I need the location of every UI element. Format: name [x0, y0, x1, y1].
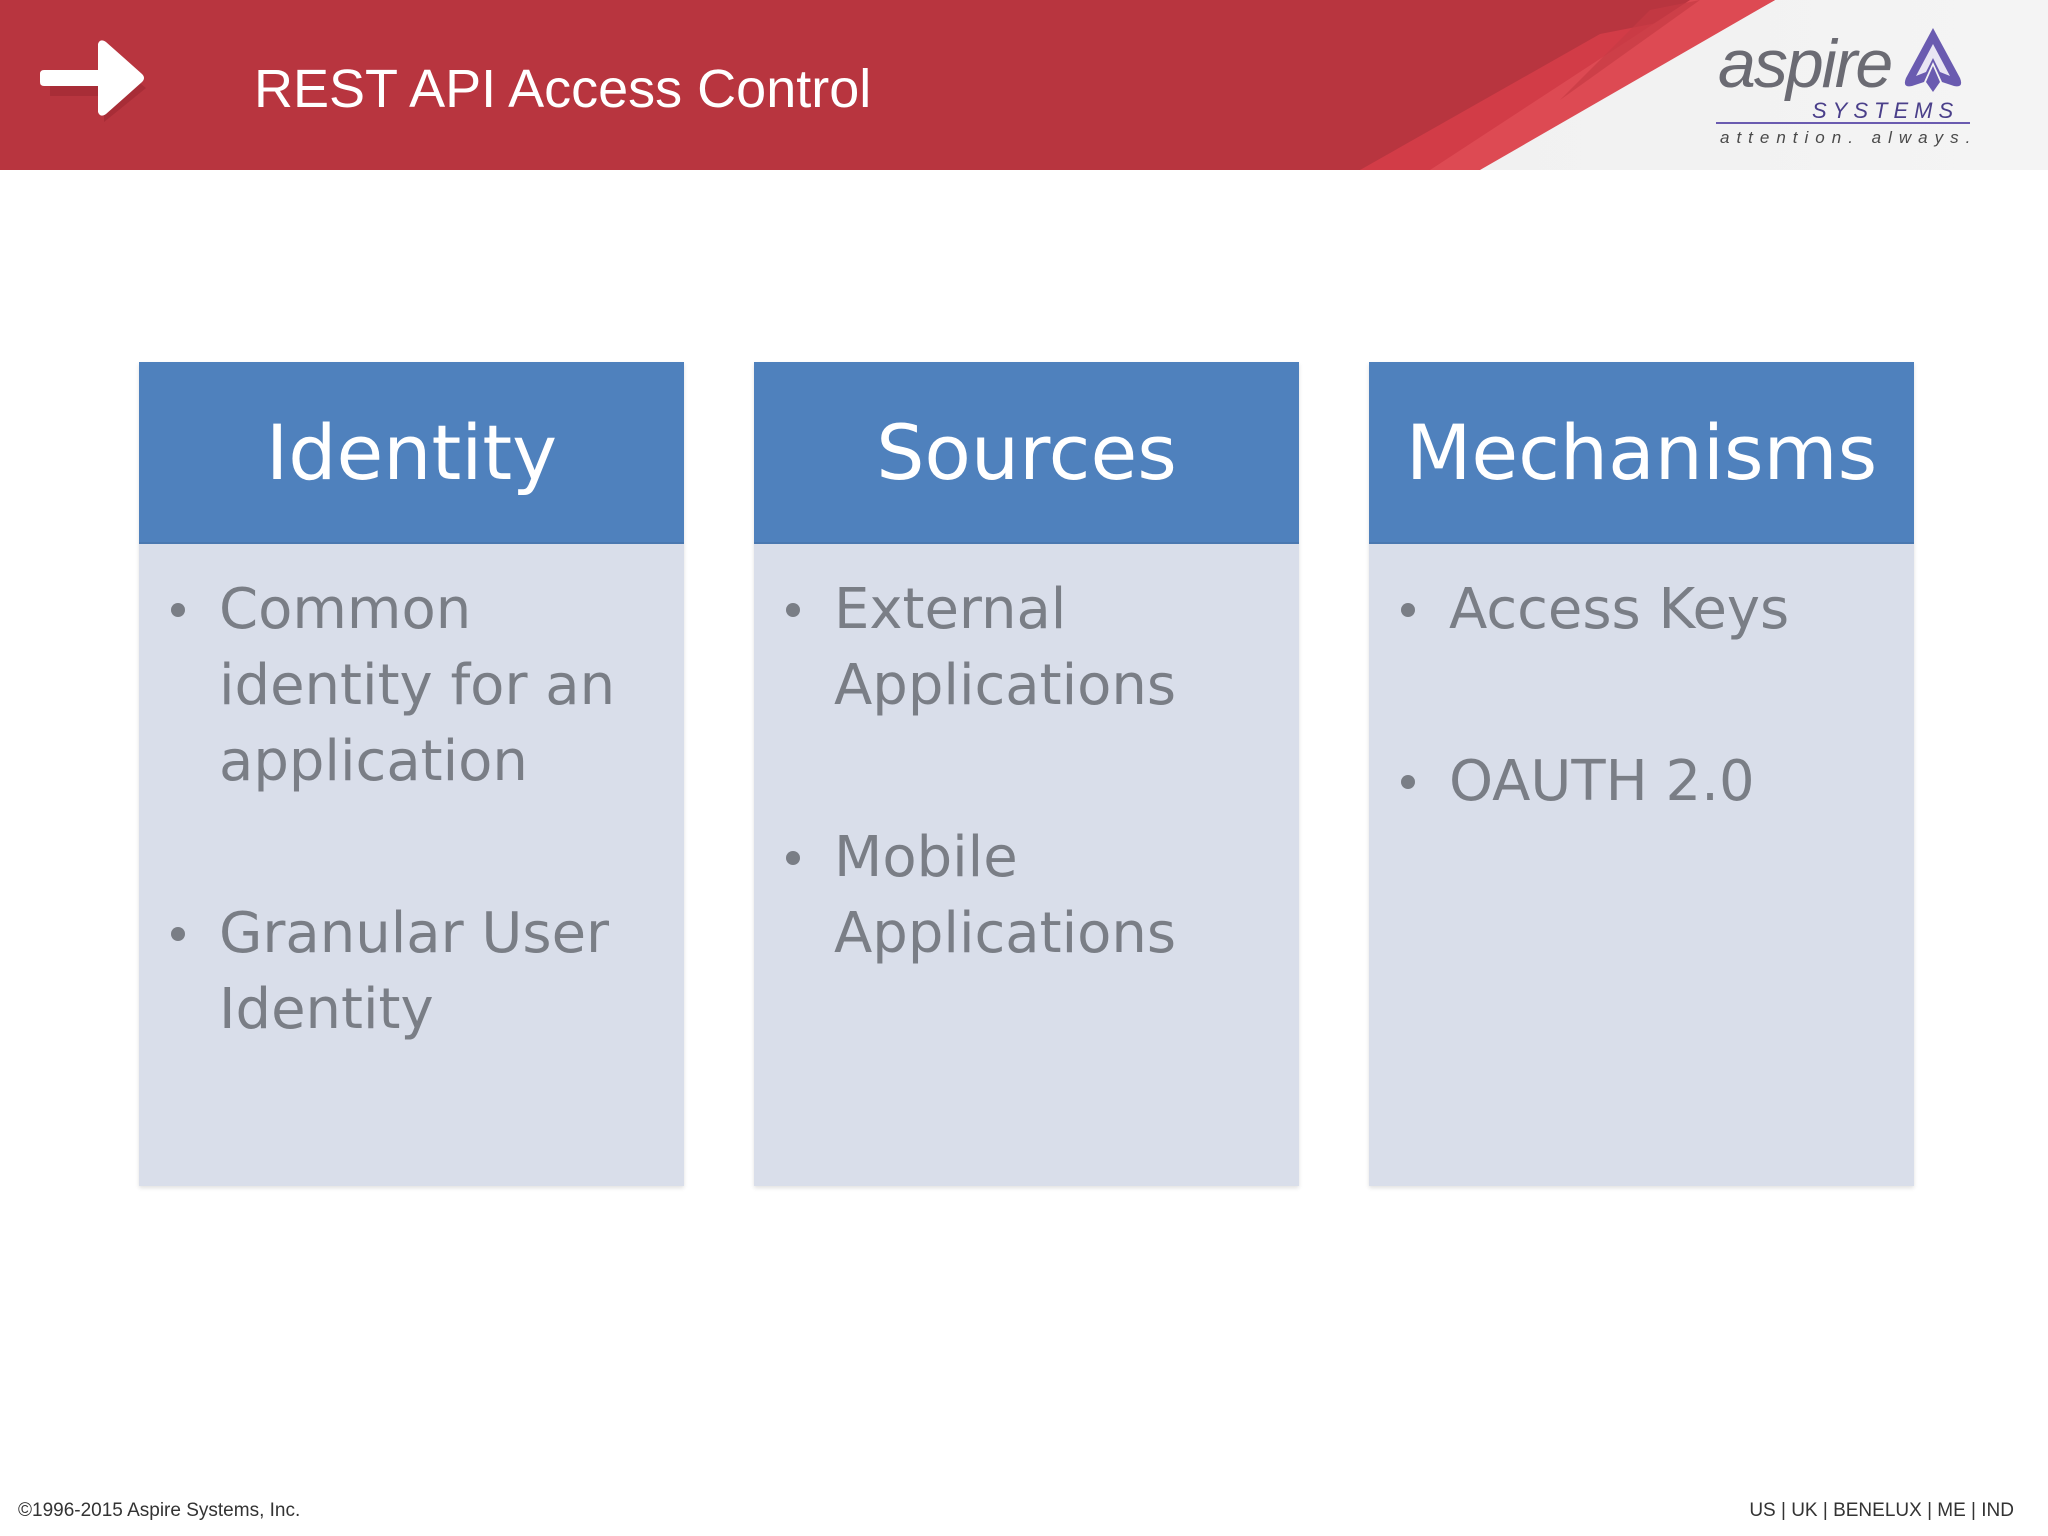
header-band [0, 0, 2048, 170]
bullet-text: Mobile Applications [834, 825, 1177, 966]
bullet-dot-icon [1401, 775, 1415, 789]
logo-flame-icon [1904, 28, 1962, 92]
logo-tagline: attention. always. [1720, 128, 1978, 147]
bullet-item: Granular User Identity [171, 896, 664, 1048]
bullet-item: Common identity for an application [171, 572, 664, 800]
content-columns: Identity Common identity for an applicat… [139, 362, 1915, 1186]
slide-title: REST API Access Control [254, 59, 872, 119]
slide-header: REST API Access Control aspire SYSTEMS a… [0, 0, 2048, 170]
footer-regions: US | UK | BENELUX | ME | IND [1749, 1500, 2014, 1521]
logo-systems-text: SYSTEMS [1812, 98, 1960, 123]
arrow-right-icon [40, 40, 146, 122]
footer-copyright: ©1996-2015 Aspire Systems, Inc. [18, 1500, 301, 1521]
column-heading: Mechanisms [1369, 362, 1914, 544]
bullet-item: OAUTH 2.0 [1401, 744, 1894, 820]
bullet-dot-icon [1401, 603, 1415, 617]
bullet-text: OAUTH 2.0 [1449, 749, 1755, 814]
column-identity: Identity Common identity for an applicat… [139, 362, 684, 1186]
bullet-list: Common identity for an application Granu… [139, 572, 684, 1048]
column-body: Common identity for an application Granu… [139, 544, 684, 1186]
bullet-list: External Applications Mobile Application… [754, 572, 1299, 972]
bullet-dot-icon [786, 603, 800, 617]
logo-wordmark: aspire [1718, 26, 1893, 102]
column-mechanisms: Mechanisms Access Keys OAUTH 2.0 [1369, 362, 1914, 1186]
column-body: Access Keys OAUTH 2.0 [1369, 544, 1914, 1186]
bullet-item: Mobile Applications [786, 820, 1279, 972]
bullet-item: External Applications [786, 572, 1279, 724]
column-heading: Sources [754, 362, 1299, 544]
bullet-dot-icon [171, 603, 185, 617]
bullet-text: Access Keys [1449, 577, 1790, 642]
column-heading: Identity [139, 362, 684, 544]
bullet-text: External Applications [834, 577, 1177, 718]
logo-divider [1716, 122, 1970, 124]
company-logo: aspire SYSTEMS attention. always. [1708, 24, 1978, 154]
column-sources: Sources External Applications Mobile App… [754, 362, 1299, 1186]
bullet-text: Granular User Identity [219, 901, 610, 1042]
bullet-item: Access Keys [1401, 572, 1894, 648]
bullet-dot-icon [786, 851, 800, 865]
bullet-text: Common identity for an application [219, 577, 616, 794]
column-body: External Applications Mobile Application… [754, 544, 1299, 1186]
bullet-dot-icon [171, 927, 185, 941]
bullet-list: Access Keys OAUTH 2.0 [1369, 572, 1914, 820]
